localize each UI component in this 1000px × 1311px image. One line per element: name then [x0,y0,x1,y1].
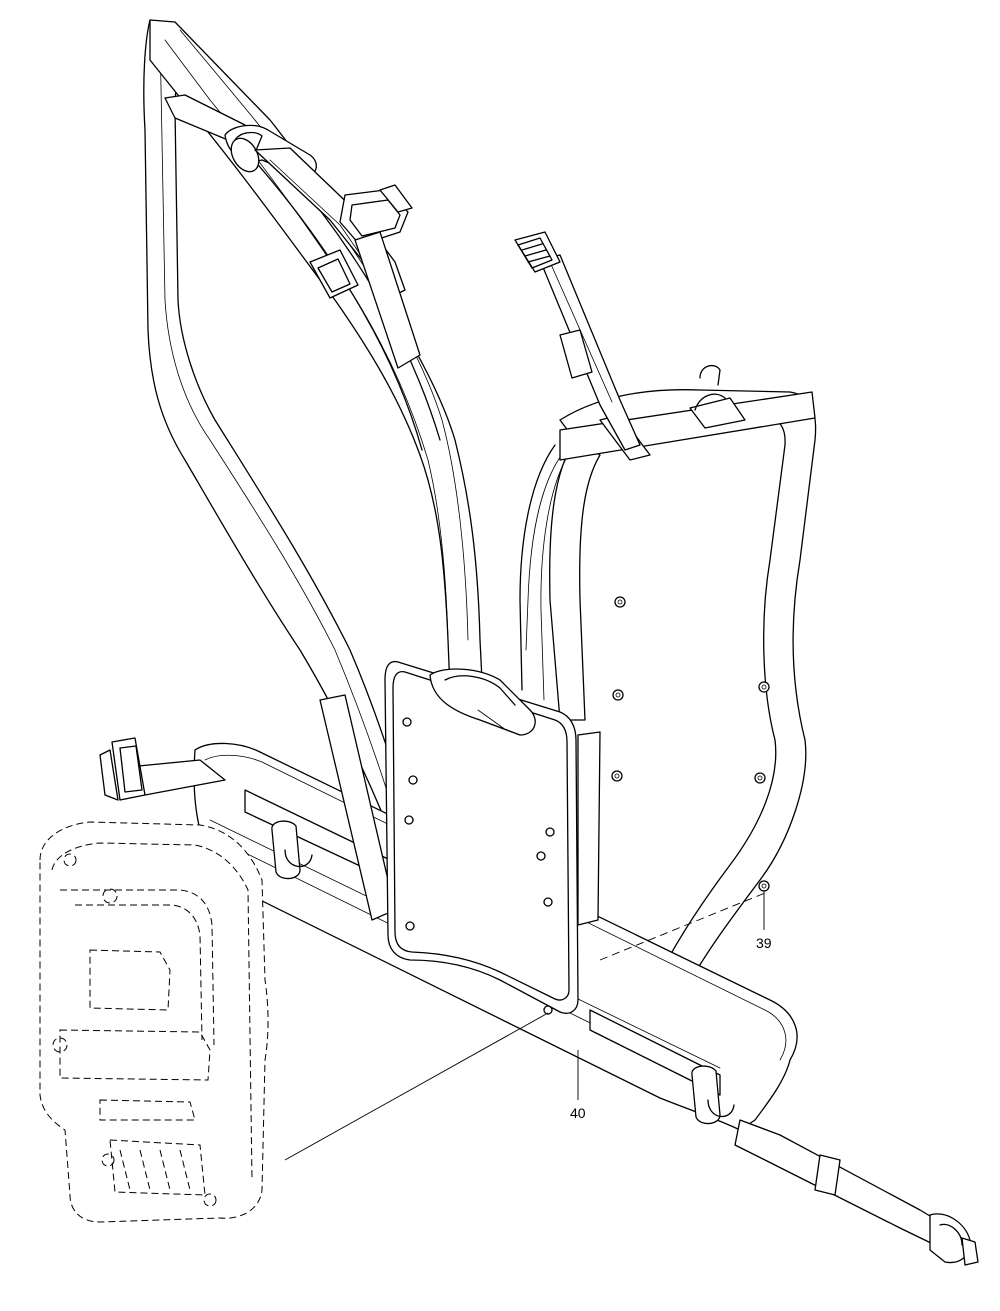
snap-fasteners [611,596,770,892]
leader-40 [284,1012,549,1161]
leader-39 [599,892,766,961]
callout-40: 40 [570,1105,586,1121]
callout-39: 39 [756,935,772,951]
leader-lines [284,890,766,1161]
right-shoulder-strap [514,231,817,1001]
back-plate [384,660,601,1015]
machine-outline [39,821,269,1223]
